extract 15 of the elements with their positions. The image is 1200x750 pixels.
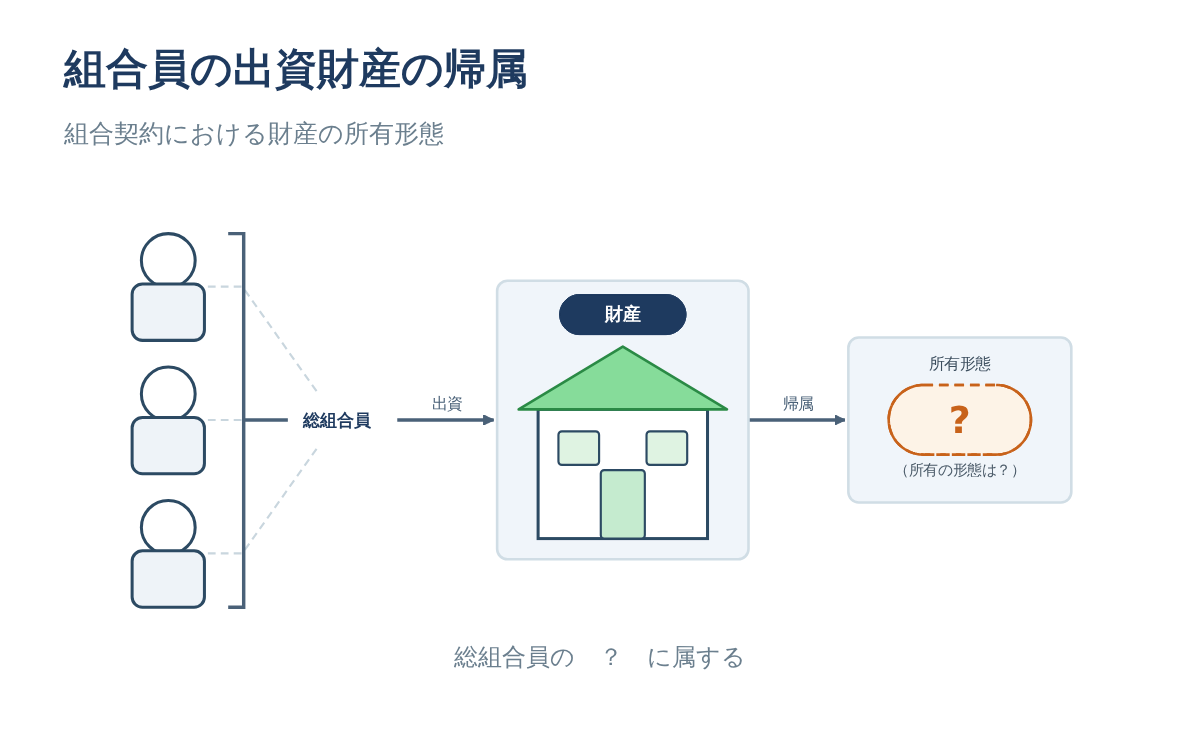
arrow xyxy=(748,414,846,426)
title: 組合員の出資財産の帰属 xyxy=(64,44,528,95)
group-label: 総組合員 xyxy=(302,409,372,431)
house-drawing xyxy=(517,345,729,541)
heading-pill: 財産 xyxy=(559,294,687,335)
connector-line xyxy=(207,445,320,555)
question-pill: ? xyxy=(887,383,1033,456)
note-text: 総組合員の ？ に属する xyxy=(454,642,746,673)
person-icon xyxy=(130,499,206,609)
person-icon xyxy=(130,232,206,342)
person-icon xyxy=(130,365,206,476)
connector-line xyxy=(207,285,320,395)
subtitle: 組合契約における財産の所有形態 xyxy=(64,118,444,150)
caption-text: （所有の形態は？） xyxy=(894,461,1026,479)
arrow xyxy=(397,414,495,426)
